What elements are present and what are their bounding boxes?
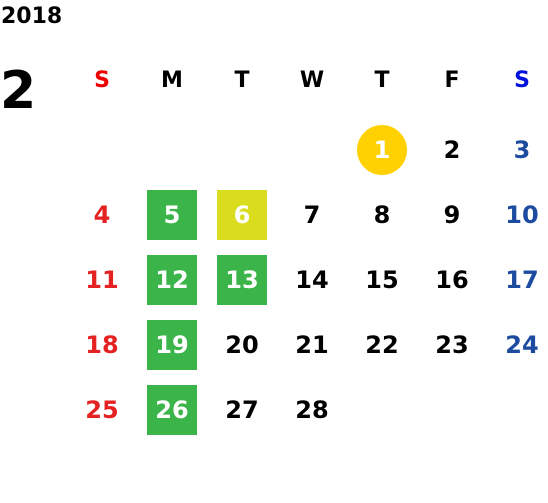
weekday-wednesday: W xyxy=(299,68,325,93)
weekday-monday: M xyxy=(161,68,183,93)
day-cell-16[interactable]: 16 xyxy=(435,266,469,294)
year-label: 2018 xyxy=(1,4,63,29)
day-cell-17[interactable]: 17 xyxy=(505,266,539,294)
day-cell-11[interactable]: 11 xyxy=(85,266,119,294)
day-cell-6[interactable]: 6 xyxy=(217,190,267,240)
day-cell-13[interactable]: 13 xyxy=(217,255,267,305)
day-cell-14[interactable]: 14 xyxy=(295,266,329,294)
day-cell-9[interactable]: 9 xyxy=(443,201,461,229)
day-cell-1[interactable]: 1 xyxy=(357,125,407,175)
day-cell-2[interactable]: 2 xyxy=(443,136,461,164)
day-cell-21[interactable]: 21 xyxy=(295,331,329,359)
day-cell-24[interactable]: 24 xyxy=(505,331,539,359)
day-cell-27[interactable]: 27 xyxy=(225,396,259,424)
day-cell-18[interactable]: 18 xyxy=(85,331,119,359)
weekday-sunday: S xyxy=(94,68,110,93)
day-cell-26[interactable]: 26 xyxy=(147,385,197,435)
day-cell-12[interactable]: 12 xyxy=(147,255,197,305)
day-cell-5[interactable]: 5 xyxy=(147,190,197,240)
day-cell-22[interactable]: 22 xyxy=(365,331,399,359)
weekday-tuesday: T xyxy=(234,68,250,93)
weekday-thursday: T xyxy=(374,68,390,93)
weekday-friday: F xyxy=(444,68,460,93)
day-cell-28[interactable]: 28 xyxy=(295,396,329,424)
day-cell-19[interactable]: 19 xyxy=(147,320,197,370)
day-cell-4[interactable]: 4 xyxy=(93,201,111,229)
day-cell-25[interactable]: 25 xyxy=(85,396,119,424)
day-cell-7[interactable]: 7 xyxy=(303,201,321,229)
day-cell-8[interactable]: 8 xyxy=(373,201,391,229)
month-number: 2 xyxy=(0,61,37,121)
day-cell-23[interactable]: 23 xyxy=(435,331,469,359)
day-cell-15[interactable]: 15 xyxy=(365,266,399,294)
day-cell-20[interactable]: 20 xyxy=(225,331,259,359)
day-cell-10[interactable]: 10 xyxy=(505,201,539,229)
day-cell-3[interactable]: 3 xyxy=(513,136,531,164)
weekday-saturday: S xyxy=(514,68,530,93)
